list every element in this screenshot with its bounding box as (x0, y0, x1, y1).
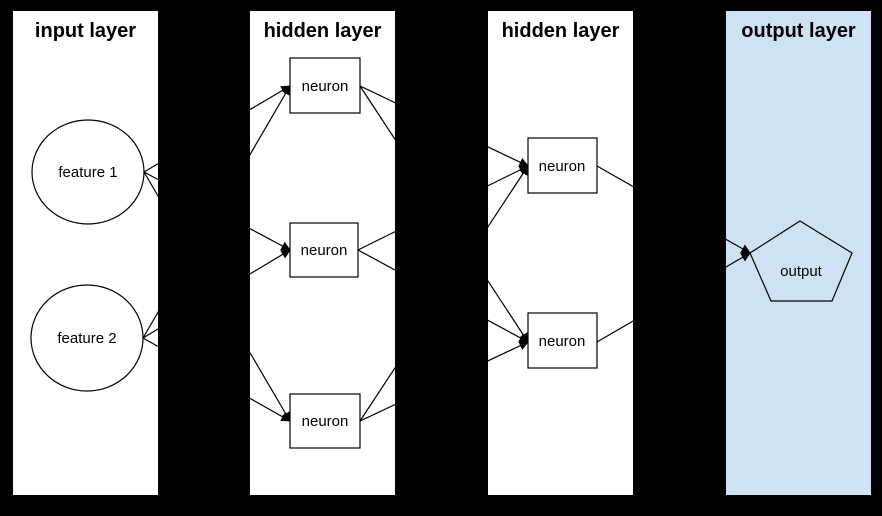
panel-title-hidden-layer-2: hidden layer (502, 20, 620, 42)
edge-h2n1-output (596, 165, 751, 254)
edge-feature1-h1n1 (143, 85, 291, 173)
panel-output-layer (726, 11, 871, 495)
edge-feature2-h1n2 (142, 249, 291, 339)
h1-neuron-3-label: neuron (302, 413, 349, 430)
panel-title-input-layer: input layer (35, 20, 136, 42)
feature-1-label: feature 1 (58, 164, 117, 181)
edge-h1n1-h2n2 (359, 85, 529, 343)
feature-2-label: feature 2 (57, 330, 116, 347)
panel-title-hidden-layer-1: hidden layer (264, 20, 382, 42)
panel-title-output-layer: output layer (741, 20, 856, 42)
h2-neuron-2-box (527, 312, 598, 369)
edge-h2n2-output (596, 252, 751, 343)
edge-h1n3-h2n1 (359, 165, 529, 422)
node-h2-neuron-1: neuron (527, 137, 598, 194)
node-feature-1: feature 1 (31, 119, 145, 225)
h2-neuron-1-label: neuron (539, 158, 586, 175)
node-h2-neuron-2: neuron (527, 312, 598, 369)
h1-neuron-1-box (289, 57, 361, 114)
node-output: output (749, 220, 853, 302)
feature-1-circle (31, 119, 145, 225)
panel-input-layer (13, 11, 158, 495)
edge-h1n3-h2n2 (359, 341, 529, 422)
feature-2-circle (30, 284, 144, 392)
output-pentagon (749, 220, 853, 302)
h1-neuron-2-box (289, 222, 359, 278)
panel-hidden-layer-2 (488, 11, 633, 495)
edge-h1n1-h2n1 (359, 85, 529, 167)
node-feature-2: feature 2 (30, 284, 144, 392)
h1-neuron-2-label: neuron (301, 242, 348, 259)
node-h1-neuron-3: neuron (289, 393, 361, 449)
node-h1-neuron-1: neuron (289, 57, 361, 114)
h2-neuron-2-label: neuron (539, 333, 586, 350)
node-h1-neuron-2: neuron (289, 222, 359, 278)
edge-feature1-h1n3 (143, 171, 291, 422)
output-label: output (780, 263, 823, 280)
edge-feature2-h1n1 (142, 85, 291, 339)
h1-neuron-3-box (289, 393, 361, 449)
h2-neuron-1-box (527, 137, 598, 194)
edge-h1n2-h2n1 (357, 165, 529, 251)
h1-neuron-1-label: neuron (302, 78, 349, 95)
edge-feature2-h1n3 (142, 337, 291, 422)
